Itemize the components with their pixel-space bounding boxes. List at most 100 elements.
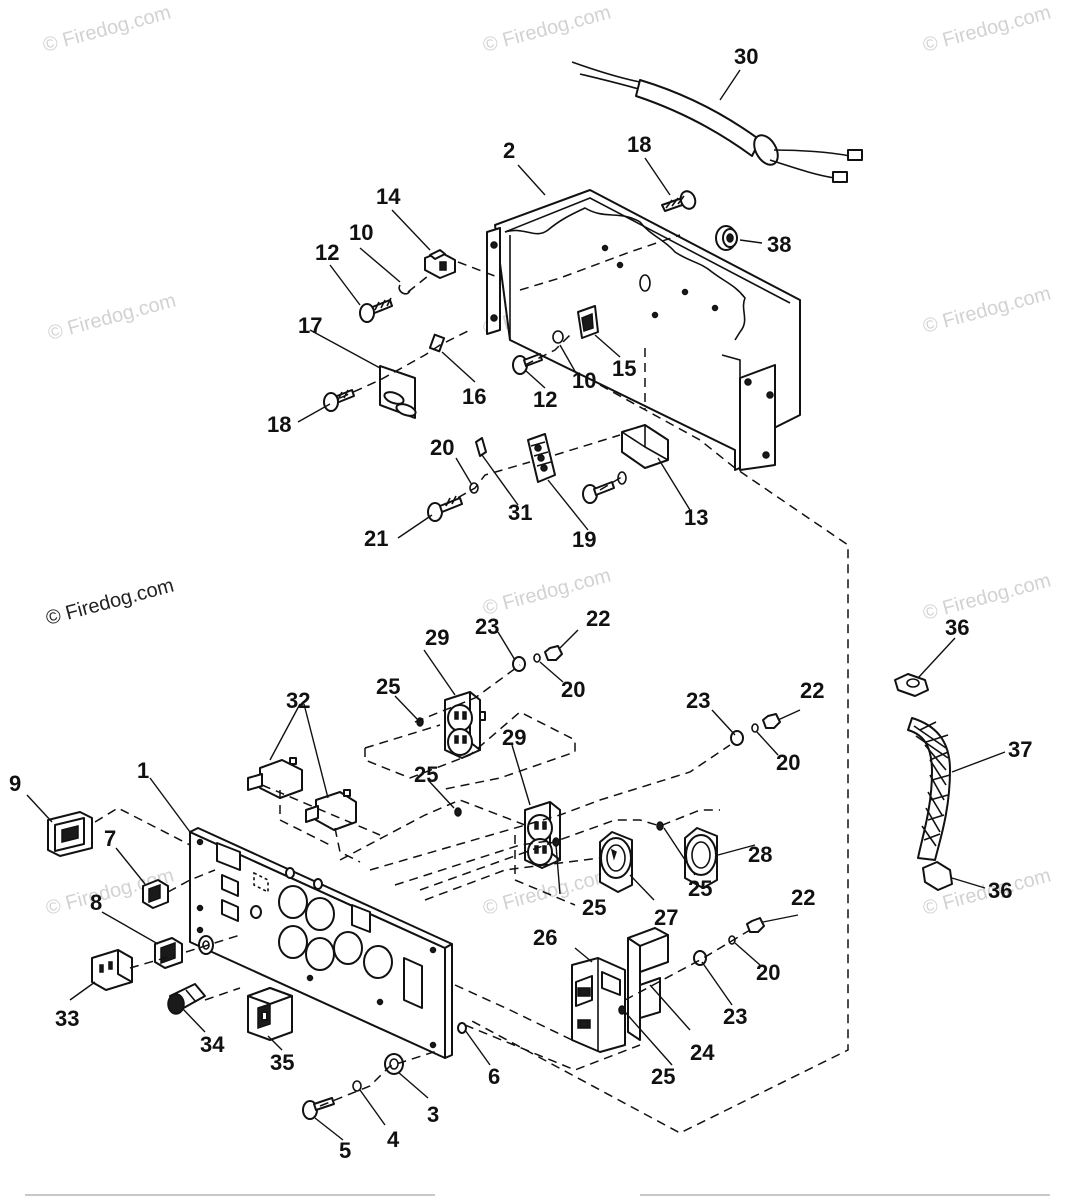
- washer-part: [384, 1053, 404, 1075]
- watermark: © Firedog.com: [481, 2, 614, 57]
- assembly-lines-lower: [94, 664, 751, 1107]
- hour-meter-part: [47, 811, 93, 857]
- switch-part: [424, 249, 456, 279]
- callout-23-lower: 23: [723, 1004, 747, 1029]
- screw-part: [427, 495, 463, 522]
- front-panel-part: [189, 827, 453, 1059]
- assembly-lines-upper: [339, 234, 849, 1134]
- washer-part: [512, 656, 526, 672]
- callout-25: 25: [376, 674, 400, 699]
- watermark: © Firedog.com: [921, 2, 1054, 57]
- callout-36: 36: [945, 615, 969, 640]
- callout-15: 15: [612, 356, 636, 381]
- grommet-part: [715, 225, 738, 251]
- watermark: © Firedog.com: [921, 283, 1054, 338]
- callout-10: 10: [349, 220, 373, 245]
- callout-10-center: 10: [572, 368, 596, 393]
- lockwasher-part: [398, 284, 411, 295]
- nut-part: [762, 713, 781, 729]
- callout-30: 30: [734, 44, 758, 69]
- small-switch-part: [142, 879, 169, 909]
- washer-part: [618, 1005, 626, 1015]
- outlet-part: [91, 949, 133, 991]
- washer-part: [454, 807, 462, 817]
- grommet-part: [894, 673, 929, 697]
- watermark: © Firedog.com: [921, 570, 1054, 625]
- nut-part: [746, 917, 765, 933]
- callout-5: 5: [339, 1138, 351, 1163]
- callout-23: 23: [475, 614, 499, 639]
- callout-25-bottom: 25: [651, 1064, 675, 1089]
- callout-22-lower: 22: [791, 885, 815, 910]
- lockwasher-part: [552, 330, 564, 344]
- callout-labels: 30 2 18 14 10 12 17 16 18 38 15 10 12 13…: [9, 44, 1032, 1163]
- callout-31: 31: [508, 500, 532, 525]
- callout-1: 1: [137, 758, 149, 783]
- watermark: © Firedog.com: [44, 575, 177, 630]
- twist-lock-receptacle-part: [599, 831, 633, 893]
- hose-part: [907, 717, 951, 861]
- grommet-part: [922, 861, 953, 891]
- callout-35: 35: [270, 1050, 294, 1075]
- callout-12: 12: [315, 240, 339, 265]
- callout-26: 26: [533, 925, 557, 950]
- callout-9: 9: [9, 771, 21, 796]
- callout-12-center: 12: [533, 387, 557, 412]
- watermark: © Firedog.com: [41, 2, 174, 57]
- lockwasher-part: [751, 723, 759, 733]
- callout-8: 8: [90, 890, 102, 915]
- callout-22: 22: [586, 606, 610, 631]
- nut-part: [544, 645, 563, 661]
- callout-29-lower: 29: [502, 725, 526, 750]
- callout-16: 16: [462, 384, 486, 409]
- rocker-switch-part: [577, 305, 599, 339]
- callout-32: 32: [286, 688, 310, 713]
- callout-27: 27: [654, 905, 678, 930]
- callout-6: 6: [488, 1064, 500, 1089]
- callout-34: 34: [200, 1032, 225, 1057]
- callout-37: 37: [1008, 737, 1032, 762]
- callout-19: 19: [572, 527, 596, 552]
- callout-24: 24: [690, 1040, 715, 1065]
- callout-36-lower: 36: [988, 878, 1012, 903]
- callout-21: 21: [364, 526, 388, 551]
- callout-33: 33: [55, 1006, 79, 1031]
- washer-part: [457, 1022, 467, 1034]
- callout-18-lower: 18: [267, 412, 291, 437]
- fuse-holder-part: [167, 983, 206, 1015]
- callout-14: 14: [376, 184, 401, 209]
- callout-17: 17: [298, 313, 322, 338]
- callout-38: 38: [767, 232, 791, 257]
- callout-18: 18: [627, 132, 651, 157]
- callout-22-right: 22: [800, 678, 824, 703]
- footer-rule: [640, 1194, 1050, 1196]
- lockwasher-part: [533, 653, 541, 663]
- screw-part: [323, 389, 355, 412]
- lockwasher-part: [728, 935, 736, 945]
- watermark: © Firedog.com: [46, 290, 179, 345]
- circuit-breaker-part: [247, 987, 293, 1041]
- callout-20-lower: 20: [756, 960, 780, 985]
- hose-assembly-part: [894, 673, 953, 891]
- footer-rule: [25, 1194, 435, 1196]
- callout-25-mid: 25: [414, 762, 438, 787]
- mounting-bracket-part: [627, 927, 669, 1041]
- hardware-parts: [302, 645, 781, 1120]
- screw-part: [582, 471, 627, 504]
- leader-lines: [26, 69, 1006, 1141]
- washer-part: [469, 482, 479, 494]
- breaker-part: [247, 757, 303, 799]
- callout-25-lower: 25: [582, 895, 606, 920]
- screw-part: [661, 190, 697, 212]
- washer-part: [656, 821, 664, 831]
- double-pole-breaker-part: [571, 957, 626, 1053]
- breaker-part: [305, 789, 357, 831]
- circuit-board-part: [379, 365, 417, 419]
- callout-20-upper: 20: [561, 677, 585, 702]
- callout-20: 20: [430, 435, 454, 460]
- cable-harness-part: [571, 61, 863, 183]
- control-box-housing-part: [486, 189, 801, 471]
- duplex-receptacle-part: [524, 801, 561, 869]
- callout-13: 13: [684, 505, 708, 530]
